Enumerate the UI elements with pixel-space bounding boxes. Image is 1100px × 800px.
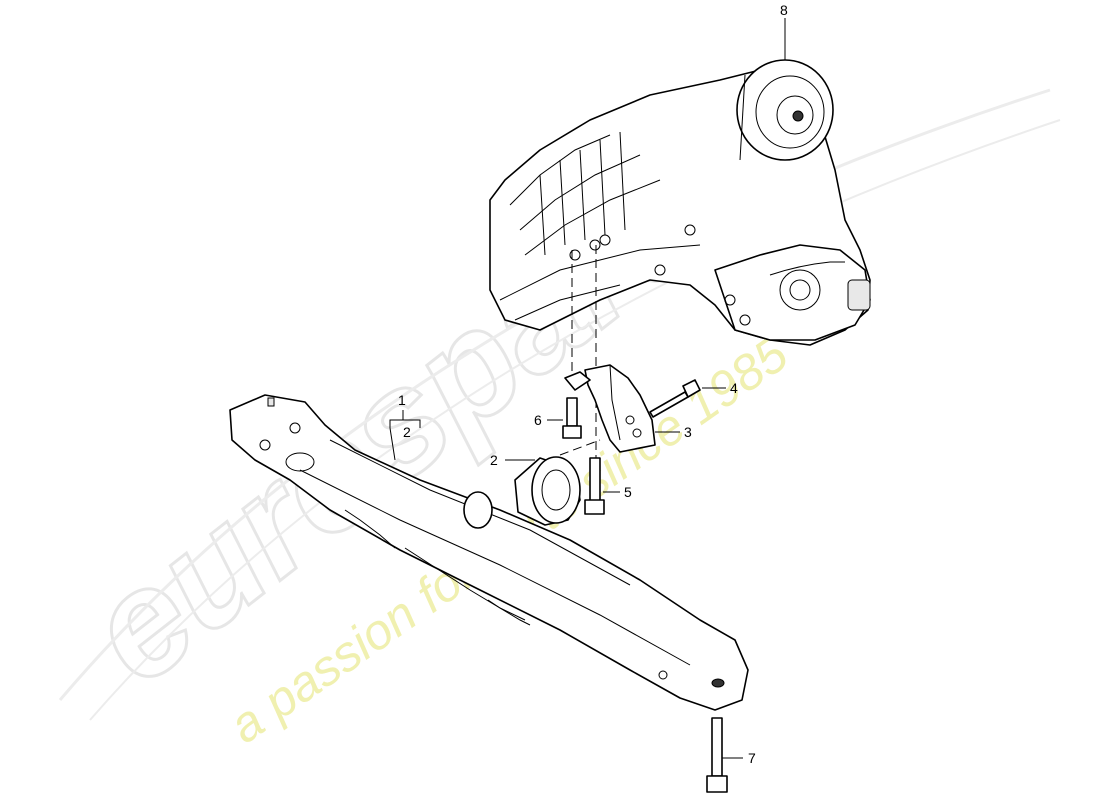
part-8-transmission: [489, 59, 871, 346]
part-2-rubber-mount: [514, 456, 581, 526]
leader-1-to-part: [389, 427, 396, 461]
callout-4: 4: [730, 380, 738, 396]
alignment-line-2: [559, 439, 601, 456]
callout-7: 7: [748, 750, 756, 766]
callout-1: 1: [398, 392, 406, 408]
callout-5: 5: [624, 484, 632, 500]
watermark-swoosh: [58, 88, 1061, 721]
callout-8: 8: [780, 2, 788, 18]
part-4-bolt: [649, 379, 701, 418]
part-5-bolt: [584, 457, 605, 515]
callout-6: 6: [534, 412, 542, 428]
bracket-1: [389, 419, 421, 428]
part-7-bolt: [706, 717, 728, 793]
part-1-crossmember: [229, 394, 749, 711]
callout-3: 3: [684, 424, 692, 440]
part-6-bolt: [562, 397, 582, 439]
callout-2-sub: 2: [403, 424, 411, 440]
callout-2: 2: [490, 452, 498, 468]
part-3-bracket: [564, 364, 656, 453]
